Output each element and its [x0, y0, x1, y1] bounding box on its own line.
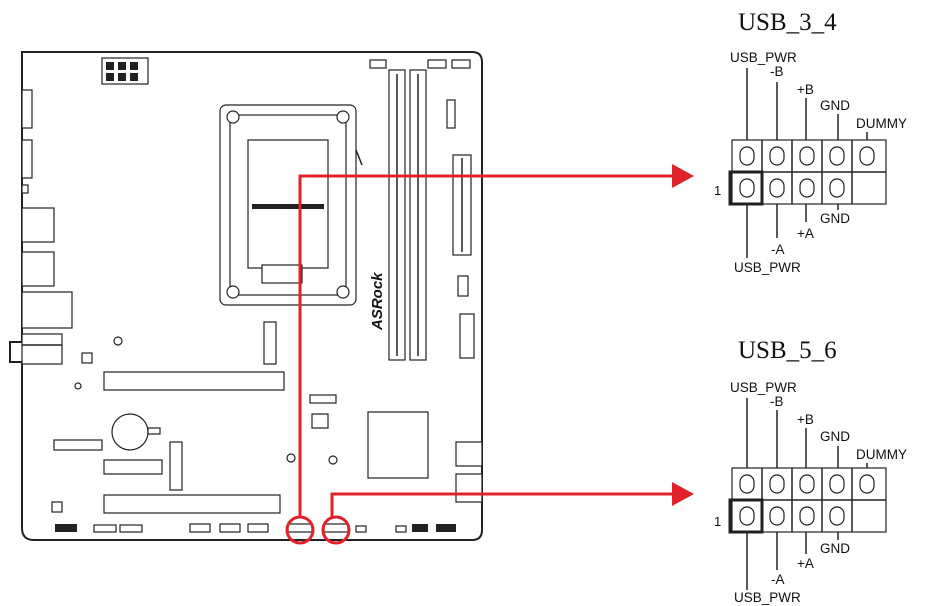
sata-port	[455, 473, 483, 503]
pin-label: +B	[797, 82, 814, 97]
pin-label: +A	[797, 556, 814, 571]
m2-slot	[263, 321, 277, 365]
dimm-slot-icon	[388, 69, 427, 361]
pin-one-marker	[728, 170, 764, 206]
fan-header	[451, 59, 471, 69]
debug-led	[446, 99, 456, 129]
board-brand: ASRock	[369, 272, 386, 331]
pin-label: GND	[820, 98, 850, 113]
pin-label: -A	[771, 572, 785, 587]
callouts	[285, 164, 694, 545]
pin-one-label: 1	[714, 514, 721, 529]
front-usb-header	[459, 313, 475, 359]
cpu-socket-icon	[219, 104, 363, 306]
pin-label: USB_PWR	[730, 50, 797, 65]
header-title: USB_3_4	[738, 9, 837, 36]
pin-label: GND	[820, 211, 850, 226]
pin-label: GND	[820, 429, 850, 444]
motherboard: ASRock	[9, 51, 483, 541]
arrow-right-icon	[672, 482, 694, 506]
pin-label: -B	[770, 394, 784, 409]
usb-5-6-header-onboard	[323, 523, 349, 533]
rear-io	[21, 89, 73, 365]
fan-header	[369, 59, 387, 69]
highlight-circle-icon	[321, 515, 351, 545]
usb-3-4-header-onboard	[287, 523, 313, 533]
pin-label: USB_PWR	[734, 590, 801, 605]
arrow-right-icon	[672, 164, 694, 188]
pin-label: +B	[797, 412, 814, 427]
pin-label: -B	[770, 64, 784, 79]
header-title: USB_5_6	[738, 337, 837, 364]
usb-3-header	[457, 275, 469, 297]
atx-12v-connector	[101, 57, 149, 85]
cmos-battery	[111, 413, 149, 451]
pin-one-marker	[728, 498, 764, 534]
pin-label: USB_PWR	[734, 260, 801, 275]
pcie-slot	[103, 371, 285, 391]
header-usb-5-6: USB_5_6 USB_PWR -B +B GND DUMMY 1 USB_PW	[714, 337, 907, 605]
bottom-headers	[55, 523, 456, 533]
pin-label: DUMMY	[856, 116, 907, 131]
pin-label: +A	[797, 226, 814, 241]
pin-label: -A	[771, 242, 785, 257]
leader-line-usb-3-4	[298, 174, 672, 518]
pin-label: DUMMY	[856, 447, 907, 462]
pin-label: GND	[820, 541, 850, 556]
sata-port	[455, 441, 483, 467]
pcie-slot	[103, 494, 281, 514]
fan-header	[427, 59, 447, 69]
leader-line-usb-5-6	[330, 492, 672, 518]
pin-label: USB_PWR	[730, 380, 797, 395]
chipset	[367, 411, 429, 479]
pin-one-label: 1	[714, 183, 721, 198]
header-usb-3-4: USB_3_4 USB_PWR -B +B GND DUMMY 1	[714, 9, 907, 275]
